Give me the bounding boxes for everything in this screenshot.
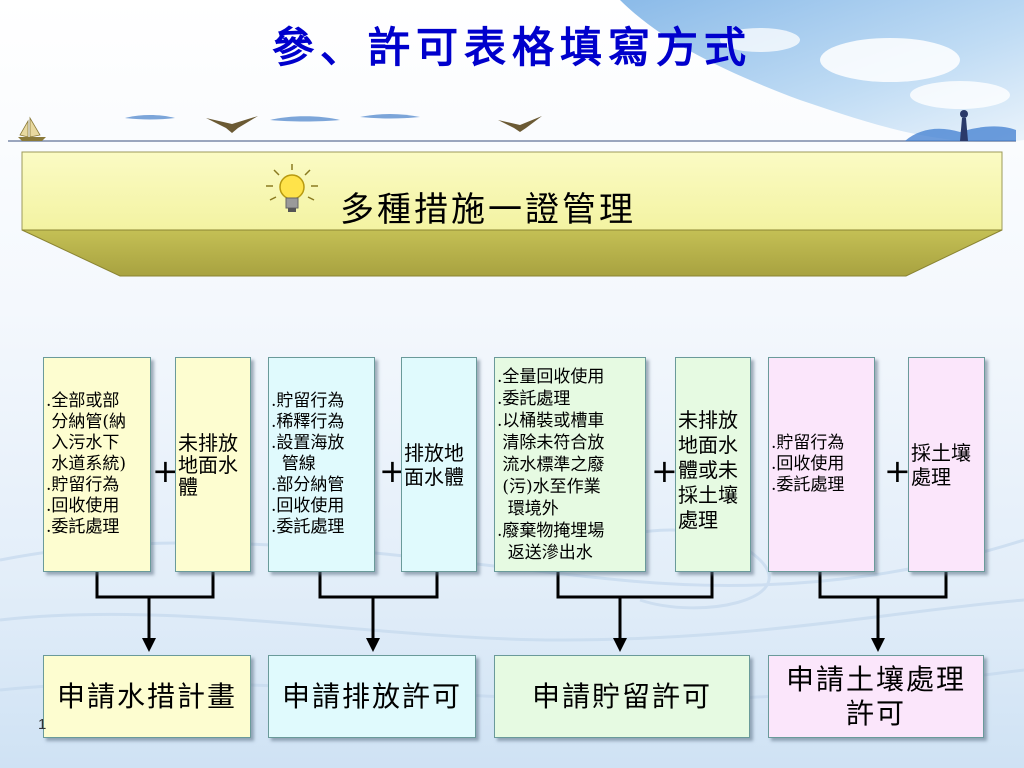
result-box-soil: 申請土壤處理 許可 (768, 655, 984, 738)
measure-text: 管線 (271, 454, 316, 474)
condition-text: 未排放 (178, 430, 238, 455)
cloud-streak (125, 115, 175, 120)
plus-sign: + (884, 452, 911, 490)
seagull-icon (498, 116, 542, 132)
measure-text: 返送滲出水 (497, 542, 593, 563)
condition-text: 未排放 (678, 408, 738, 432)
condition-box-water-plan: 未排放 地面水 體 (175, 357, 251, 572)
result-box-storage: 申請貯留許可 (494, 655, 750, 738)
condition-text: 處理 (678, 508, 718, 532)
measure-text: .全部或部 (46, 391, 120, 411)
measures-box-storage: .全量回收使用 .委託處理 .以桶裝或槽車 清除未符合放 流水標準之廢 (污)水… (494, 357, 646, 572)
measure-text: .部分納管 (271, 475, 345, 495)
measure-text: .廢棄物掩埋場 (497, 520, 605, 541)
arrowheads (142, 638, 885, 652)
cloud-streak (360, 114, 420, 119)
condition-box-soil: 採土壤 處理 (908, 357, 985, 572)
measure-text: .委託處理 (46, 517, 120, 537)
condition-box-storage: 未排放 地面水 體或未 採土壤 處理 (675, 357, 751, 572)
condition-box-discharge: 排放地 面水體 (401, 357, 477, 572)
measure-text: 清除未符合放 (497, 432, 605, 453)
measure-text: .稀釋行為 (271, 412, 345, 432)
measure-text: 水道系統) (46, 454, 127, 474)
plus-sign: + (152, 452, 179, 490)
sky-patch (620, 0, 1024, 142)
condition-text: 地面水 (178, 452, 238, 477)
condition-text: 採土壤 (678, 483, 738, 507)
condition-text: 地面水 (678, 433, 738, 457)
measure-text: 環境外 (497, 498, 559, 519)
measure-text: .委託處理 (271, 517, 345, 537)
person-icon (960, 118, 968, 141)
cloud-icon (910, 81, 1010, 109)
result-text: 申請排放許可 (281, 679, 462, 713)
result-text: 申請土壤處理 (785, 662, 966, 696)
measure-text: 入污水下 (46, 433, 120, 453)
measure-text: 流水標準之廢 (497, 454, 605, 475)
measure-text: .貯留行為 (46, 475, 120, 495)
page-number: 1 (38, 716, 47, 733)
condition-text: 排放地 (404, 440, 464, 465)
connector-lines (95, 572, 948, 640)
measure-text: .設置海放 (271, 433, 345, 453)
measure-text: .貯留行為 (271, 391, 345, 411)
banner-box (21, 151, 1003, 231)
result-box-discharge: 申請排放許可 (268, 655, 476, 738)
measures-box-water-plan: .全部或部 分納管(納 入污水下 水道系統) .貯留行為 .回收使用 .委託處理 (43, 357, 151, 572)
condition-text: 面水體 (404, 464, 464, 489)
banner-text: 多種措施一證管理 (340, 190, 636, 230)
condition-text: 體 (178, 474, 198, 499)
condition-text: 體或未 (678, 458, 738, 482)
condition-text: 採土壤 (911, 440, 971, 465)
cloud-streak (270, 116, 340, 122)
measure-text: 分納管(納 (46, 412, 127, 432)
measure-text: .回收使用 (771, 454, 845, 474)
result-text: 申請水措計畫 (56, 679, 237, 713)
banner-bevel (21, 229, 1003, 277)
plus-sign: + (651, 452, 678, 490)
measure-text: (污)水至作業 (497, 476, 601, 497)
condition-text: 處理 (911, 464, 951, 489)
seagull-icon (206, 116, 258, 133)
cloud-icon (820, 38, 960, 82)
measure-text: .貯留行為 (771, 433, 845, 453)
measure-text: .回收使用 (46, 496, 120, 516)
measure-text: .委託處理 (771, 475, 845, 495)
cloud-icon (720, 28, 800, 52)
page-title: 參、許可表格填寫方式 (271, 23, 752, 72)
lightbulb-icon (266, 164, 318, 212)
measures-box-discharge: .貯留行為 .稀釋行為 .設置海放 管線 .部分納管 .回收使用 .委託處理 (268, 357, 375, 572)
wave-icon (905, 126, 1016, 141)
result-box-water-plan: 申請水措計畫 (43, 655, 251, 738)
measure-text: .回收使用 (271, 496, 345, 516)
result-text: 許可 (845, 696, 906, 730)
measure-text: .以桶裝或槽車 (497, 410, 605, 431)
sailboat-icon (18, 137, 46, 141)
measures-box-soil: .貯留行為 .回收使用 .委託處理 (768, 357, 875, 572)
measure-text: .全量回收使用 (497, 366, 605, 387)
result-text: 申請貯留許可 (531, 679, 712, 713)
measure-text: .委託處理 (497, 388, 571, 409)
